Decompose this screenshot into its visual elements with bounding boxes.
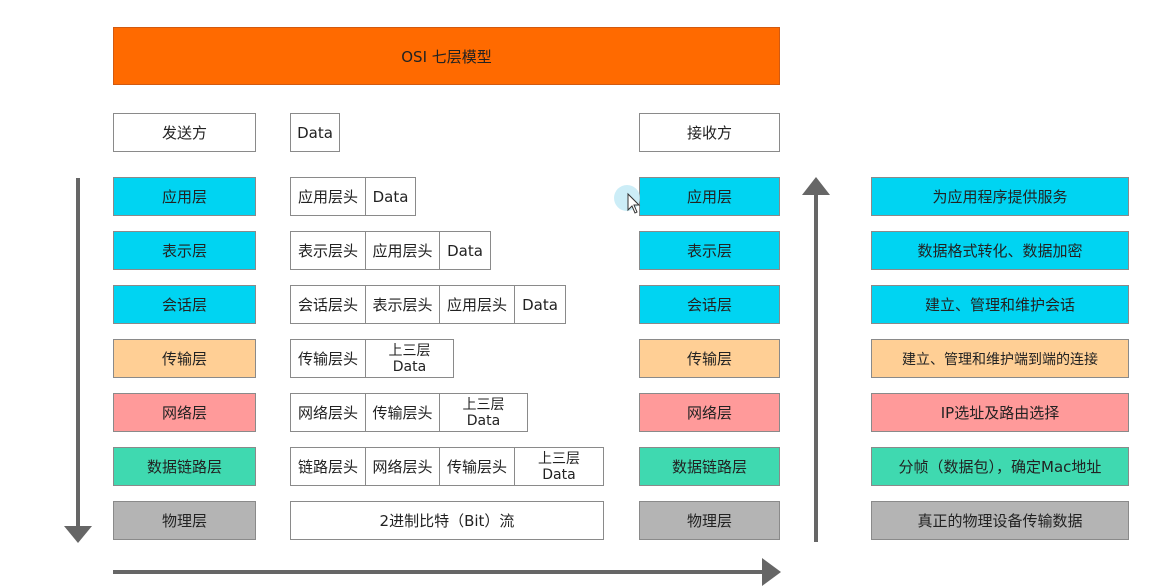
sender-label: 发送方 (113, 113, 256, 152)
desc-presentation: 数据格式转化、数据加密 (871, 231, 1129, 270)
receiver-layer-network: 网络层 (639, 393, 780, 432)
upper-data-line1: 上三层 (538, 450, 580, 467)
desc-physical: 真正的物理设备传输数据 (871, 501, 1129, 540)
app-header-seg: 应用层头 (290, 177, 366, 216)
pres-header-seg: 表示层头 (290, 231, 366, 270)
down-arrow-icon (64, 178, 92, 543)
right-arrow-icon (113, 558, 781, 586)
pres-data-seg: Data (439, 231, 491, 270)
desc-application: 为应用程序提供服务 (871, 177, 1129, 216)
sender-layer-physical: 物理层 (113, 501, 256, 540)
desc-datalink: 分帧（数据包），确定Mac地址 (871, 447, 1129, 486)
sess-pres-header-seg: 表示层头 (365, 285, 440, 324)
desc-session: 建立、管理和维护会话 (871, 285, 1129, 324)
receiver-layer-transport: 传输层 (639, 339, 780, 378)
upper-data-line2: Data (542, 466, 576, 483)
cursor-pointer-icon (614, 185, 641, 214)
physical-bit-stream: 2进制比特（Bit）流 (290, 501, 604, 540)
sender-layer-network: 网络层 (113, 393, 256, 432)
top-data-box: Data (290, 113, 340, 152)
upper-data-line1: 上三层 (462, 396, 505, 413)
sender-layer-presentation: 表示层 (113, 231, 256, 270)
receiver-layer-datalink: 数据链路层 (639, 447, 780, 486)
net-upper-data-seg: 上三层 Data (439, 393, 528, 432)
up-arrow-icon (802, 177, 830, 542)
upper-data-line2: Data (392, 358, 427, 375)
upper-data-line1: 上三层 (388, 342, 431, 359)
sess-header-seg: 会话层头 (290, 285, 366, 324)
link-net-header-seg: 网络层头 (365, 447, 440, 486)
receiver-layer-session: 会话层 (639, 285, 780, 324)
upper-data-line2: Data (466, 412, 501, 429)
trans-upper-data-seg: 上三层 Data (365, 339, 454, 378)
sender-layer-transport: 传输层 (113, 339, 256, 378)
link-header-seg: 链路层头 (290, 447, 366, 486)
sender-layer-datalink: 数据链路层 (113, 447, 256, 486)
receiver-layer-presentation: 表示层 (639, 231, 780, 270)
diagram-title: OSI 七层模型 (113, 27, 780, 85)
app-data-seg: Data (365, 177, 416, 216)
sess-data-seg: Data (514, 285, 566, 324)
receiver-label: 接收方 (639, 113, 780, 152)
desc-transport: 建立、管理和维护端到端的连接 (871, 339, 1129, 378)
net-trans-header-seg: 传输层头 (365, 393, 440, 432)
sender-layer-session: 会话层 (113, 285, 256, 324)
sess-app-header-seg: 应用层头 (439, 285, 515, 324)
receiver-layer-physical: 物理层 (639, 501, 780, 540)
sender-layer-application: 应用层 (113, 177, 256, 216)
receiver-layer-application: 应用层 (639, 177, 780, 216)
link-upper-data-seg: 上三层 Data (514, 447, 604, 486)
net-header-seg: 网络层头 (290, 393, 366, 432)
desc-network: IP选址及路由选择 (871, 393, 1129, 432)
link-trans-header-seg: 传输层头 (439, 447, 515, 486)
